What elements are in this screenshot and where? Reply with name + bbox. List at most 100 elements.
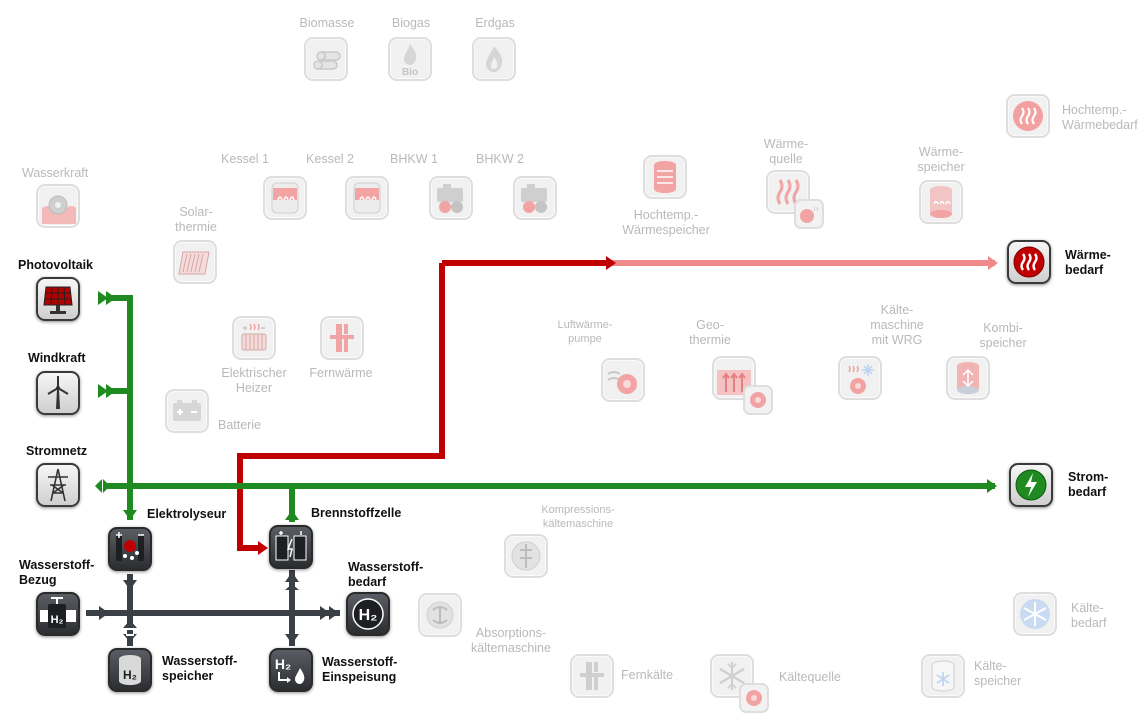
fernwaerme-node[interactable] xyxy=(320,316,364,360)
hydrogen-injection-icon: H₂ xyxy=(275,656,305,684)
windkraft-node[interactable] xyxy=(36,371,80,415)
geothermie-pump-badge xyxy=(743,385,773,415)
fernkaelte-node[interactable] xyxy=(570,654,614,698)
combined-storage-icon xyxy=(957,362,979,394)
bhkw1-node[interactable] xyxy=(429,176,473,220)
cold-storage-icon xyxy=(931,660,955,692)
hochtemp-waermebedarf-label: Hochtemp.- Wärmebedarf xyxy=(1062,103,1138,132)
solar-panel-icon xyxy=(43,286,73,314)
wasserstoffbedarf-label: Wasserstoff- bedarf xyxy=(348,560,424,589)
hochtemp-waermespeicher-node[interactable] xyxy=(643,155,687,199)
wind-turbine-icon xyxy=(47,376,69,409)
wasserstoffeinspeisung-label: Wasserstoff- Einspeisung xyxy=(322,655,398,684)
wasserstoffspeicher-label: Wasserstoff- speicher xyxy=(162,654,238,683)
fernkaelte-label: Fernkälte xyxy=(621,668,674,682)
kaeltespeicher-node[interactable] xyxy=(921,654,965,698)
photovoltaik-label: Photovoltaik xyxy=(18,258,94,272)
svg-text:H₂: H₂ xyxy=(123,668,137,682)
waermequelle-label: Wärme- quelle xyxy=(763,137,809,166)
arrow-heat-into-brennstoffzelle-icon xyxy=(258,541,268,555)
hochtemp-waermebedarf-node[interactable] xyxy=(1006,94,1050,138)
kessel1-node[interactable] xyxy=(263,176,307,220)
wasserkraft-node[interactable] xyxy=(36,184,80,228)
flame-icon xyxy=(486,46,503,72)
brennstoffzelle-node[interactable] xyxy=(269,525,313,569)
boiler-icon xyxy=(353,182,381,214)
compression-chiller-icon xyxy=(511,541,541,571)
luftwaermepumpe-node[interactable] xyxy=(601,358,645,402)
erdgas-label: Erdgas xyxy=(475,16,515,30)
waermebedarf-node[interactable] xyxy=(1007,240,1051,284)
heat-demand-icon xyxy=(1013,246,1045,278)
battery-icon xyxy=(173,400,201,421)
svg-text:H₂: H₂ xyxy=(51,614,64,626)
wasserstoffeinspeisung-node[interactable]: H₂ xyxy=(269,648,313,692)
windkraft-label: Windkraft xyxy=(28,351,86,365)
wasserkraft-label: Wasserkraft xyxy=(22,166,89,180)
heat-demand-icon xyxy=(1013,101,1043,131)
erdgas-node[interactable] xyxy=(472,37,516,81)
stromnetz-node[interactable] xyxy=(36,463,80,507)
kessel1-label: Kessel 1 xyxy=(221,152,269,166)
kaeltemaschine-wrg-node[interactable] xyxy=(838,356,882,400)
biomasse-node[interactable] xyxy=(304,37,348,81)
kaeltebedarf-label: Kälte- bedarf xyxy=(1071,601,1107,630)
kessel2-node[interactable] xyxy=(345,176,389,220)
heat-pump-icon xyxy=(746,690,762,706)
biomasse-label: Biomasse xyxy=(299,16,355,30)
kompressionskaeltemaschine-label: Kompressions- kältemaschine xyxy=(541,504,615,530)
brennstoffzelle-label: Brennstoffzelle xyxy=(311,506,402,520)
arrow-to-waermebedarf-icon xyxy=(988,256,998,270)
strombedarf-node[interactable] xyxy=(1009,463,1053,507)
wasserstoffbezug-label: Wasserstoff- Bezug xyxy=(19,558,95,587)
biogas-icon-text: Bio xyxy=(402,67,418,78)
electrolyser-icon xyxy=(116,532,144,561)
storage-tank-icon xyxy=(654,161,676,193)
strombedarf-label: Strom- bedarf xyxy=(1068,470,1109,499)
biogas-flame-icon: Bio xyxy=(402,44,418,78)
solar-collector-icon xyxy=(178,251,210,275)
bhkw2-node[interactable] xyxy=(513,176,557,220)
bhkw1-label: BHKW 1 xyxy=(390,152,438,166)
wasserstoffbezug-node[interactable]: H₂ xyxy=(36,592,80,636)
waermespeicher-node[interactable] xyxy=(919,180,963,224)
batterie-label: Batterie xyxy=(218,418,262,432)
boiler-icon xyxy=(271,182,299,214)
solarthermie-label: Solar- thermie xyxy=(175,205,217,234)
heat-waves-icon xyxy=(776,179,800,205)
heat-line-brennstoffzelle xyxy=(237,263,445,551)
absorption-chiller-icon xyxy=(426,601,454,629)
chiller-heat-recovery-icon xyxy=(848,364,874,394)
kessel2-label: Kessel 2 xyxy=(306,152,354,166)
waermequelle-node[interactable] xyxy=(766,170,810,214)
hydrogen-demand-icon: H₂ xyxy=(352,598,384,630)
junction-markers xyxy=(126,628,134,636)
kompressionskaeltemaschine-node[interactable] xyxy=(504,534,548,578)
elektrolyseur-node[interactable] xyxy=(108,527,152,571)
arrow-to-waermespeicher-icon xyxy=(606,256,616,270)
geothermie-label: Geo- thermie xyxy=(689,318,731,347)
chp-engine-icon xyxy=(521,184,547,213)
storage-tank-icon xyxy=(930,186,952,218)
wasserstoffspeicher-node[interactable]: H₂ xyxy=(108,648,152,692)
kaeltebedarf-node[interactable] xyxy=(1013,592,1057,636)
solarthermie-node[interactable] xyxy=(173,240,217,284)
batterie-node[interactable] xyxy=(165,389,209,433)
absorptionskaeltemaschine-label: Absorptions- kältemaschine xyxy=(471,626,551,655)
absorptionskaeltemaschine-node[interactable] xyxy=(418,593,462,637)
elektrischer-heizer-node[interactable] xyxy=(232,316,276,360)
photovoltaik-node[interactable] xyxy=(36,277,80,321)
elektrolyseur-label: Elektrolyseur xyxy=(147,507,227,521)
biogas-node[interactable]: Bio xyxy=(388,37,432,81)
stromnetz-label: Stromnetz xyxy=(26,444,88,458)
kaeltequelle-node[interactable] xyxy=(710,654,754,698)
kombispeicher-node[interactable] xyxy=(946,356,990,400)
electric-heater-icon xyxy=(241,323,267,351)
svg-text:H₂: H₂ xyxy=(275,656,291,672)
heat-pump-icon xyxy=(800,206,818,223)
luftwaermepumpe-label: Luftwärme- pumpe xyxy=(557,319,613,345)
biogas-label: Biogas xyxy=(391,16,431,30)
fernwaerme-label: Fernwärme xyxy=(309,366,373,380)
wasserstoffbedarf-node[interactable]: H₂ xyxy=(346,592,390,636)
